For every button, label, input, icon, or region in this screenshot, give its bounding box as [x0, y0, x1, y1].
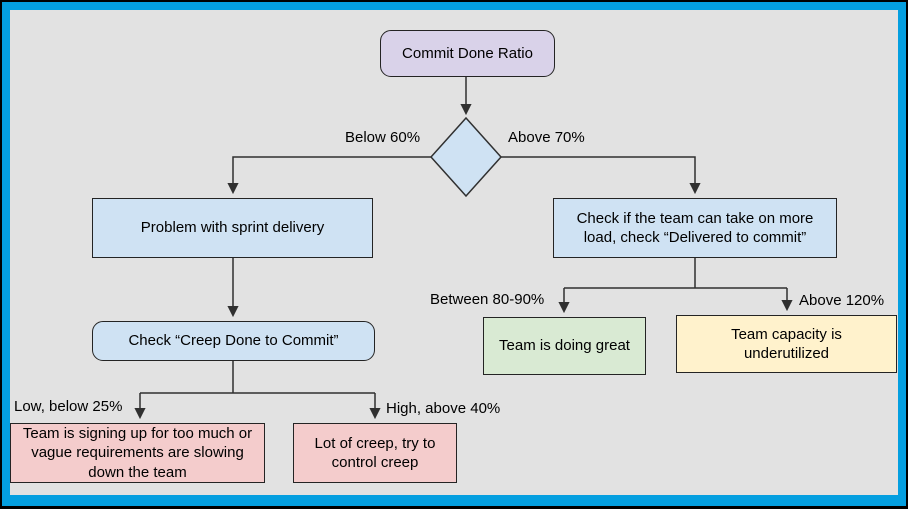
decision-diamond: [429, 116, 503, 198]
node-team-capacity-underutilized-label: Team capacity is underutilized: [731, 325, 842, 362]
node-signing-up-too-much: Team is signing up for too much or vague…: [10, 423, 265, 483]
node-signing-up-too-much-label: Team is signing up for too much or vague…: [22, 425, 253, 481]
node-commit-done-ratio-label: Commit Done Ratio: [402, 44, 533, 62]
node-commit-done-ratio: Commit Done Ratio: [380, 30, 555, 77]
node-lot-of-creep: Lot of creep, try to control creep: [293, 423, 457, 483]
node-problem-sprint-delivery-label: Problem with sprint delivery: [140, 219, 325, 237]
edge-check-creep-split: [140, 361, 375, 394]
edge-label-between-80-90: Between 80-90%: [430, 291, 545, 308]
edge-label-below-60: Below 60%: [345, 129, 421, 146]
node-team-doing-great: Team is doing great: [483, 317, 646, 375]
edge-label-above-120: Above 120%: [799, 292, 885, 309]
node-team-doing-great-label: Team is doing great: [499, 337, 630, 355]
node-check-more-load: Check if the team can take on more load,…: [553, 198, 837, 258]
node-check-creep-done-to-commit: Check “Creep Done to Commit”: [92, 321, 375, 361]
node-lot-of-creep-label: Lot of creep, try to control creep: [314, 434, 436, 471]
edge-check-load-split: [564, 258, 787, 289]
edge-label-low-below-25: Low, below 25%: [14, 398, 123, 415]
node-team-capacity-underutilized: Team capacity is underutilized: [676, 315, 897, 373]
node-problem-sprint-delivery: Problem with sprint delivery: [92, 198, 373, 258]
node-check-more-load-label: Check if the team can take on more load,…: [576, 209, 814, 246]
node-check-creep-done-to-commit-label: Check “Creep Done to Commit”: [128, 332, 339, 350]
edge-label-high-above-40: High, above 40%: [386, 400, 501, 417]
edge-label-above-70: Above 70%: [508, 129, 585, 146]
edge-decision-to-problem: [227, 156, 431, 195]
edge-decision-to-check-load: [501, 156, 701, 195]
